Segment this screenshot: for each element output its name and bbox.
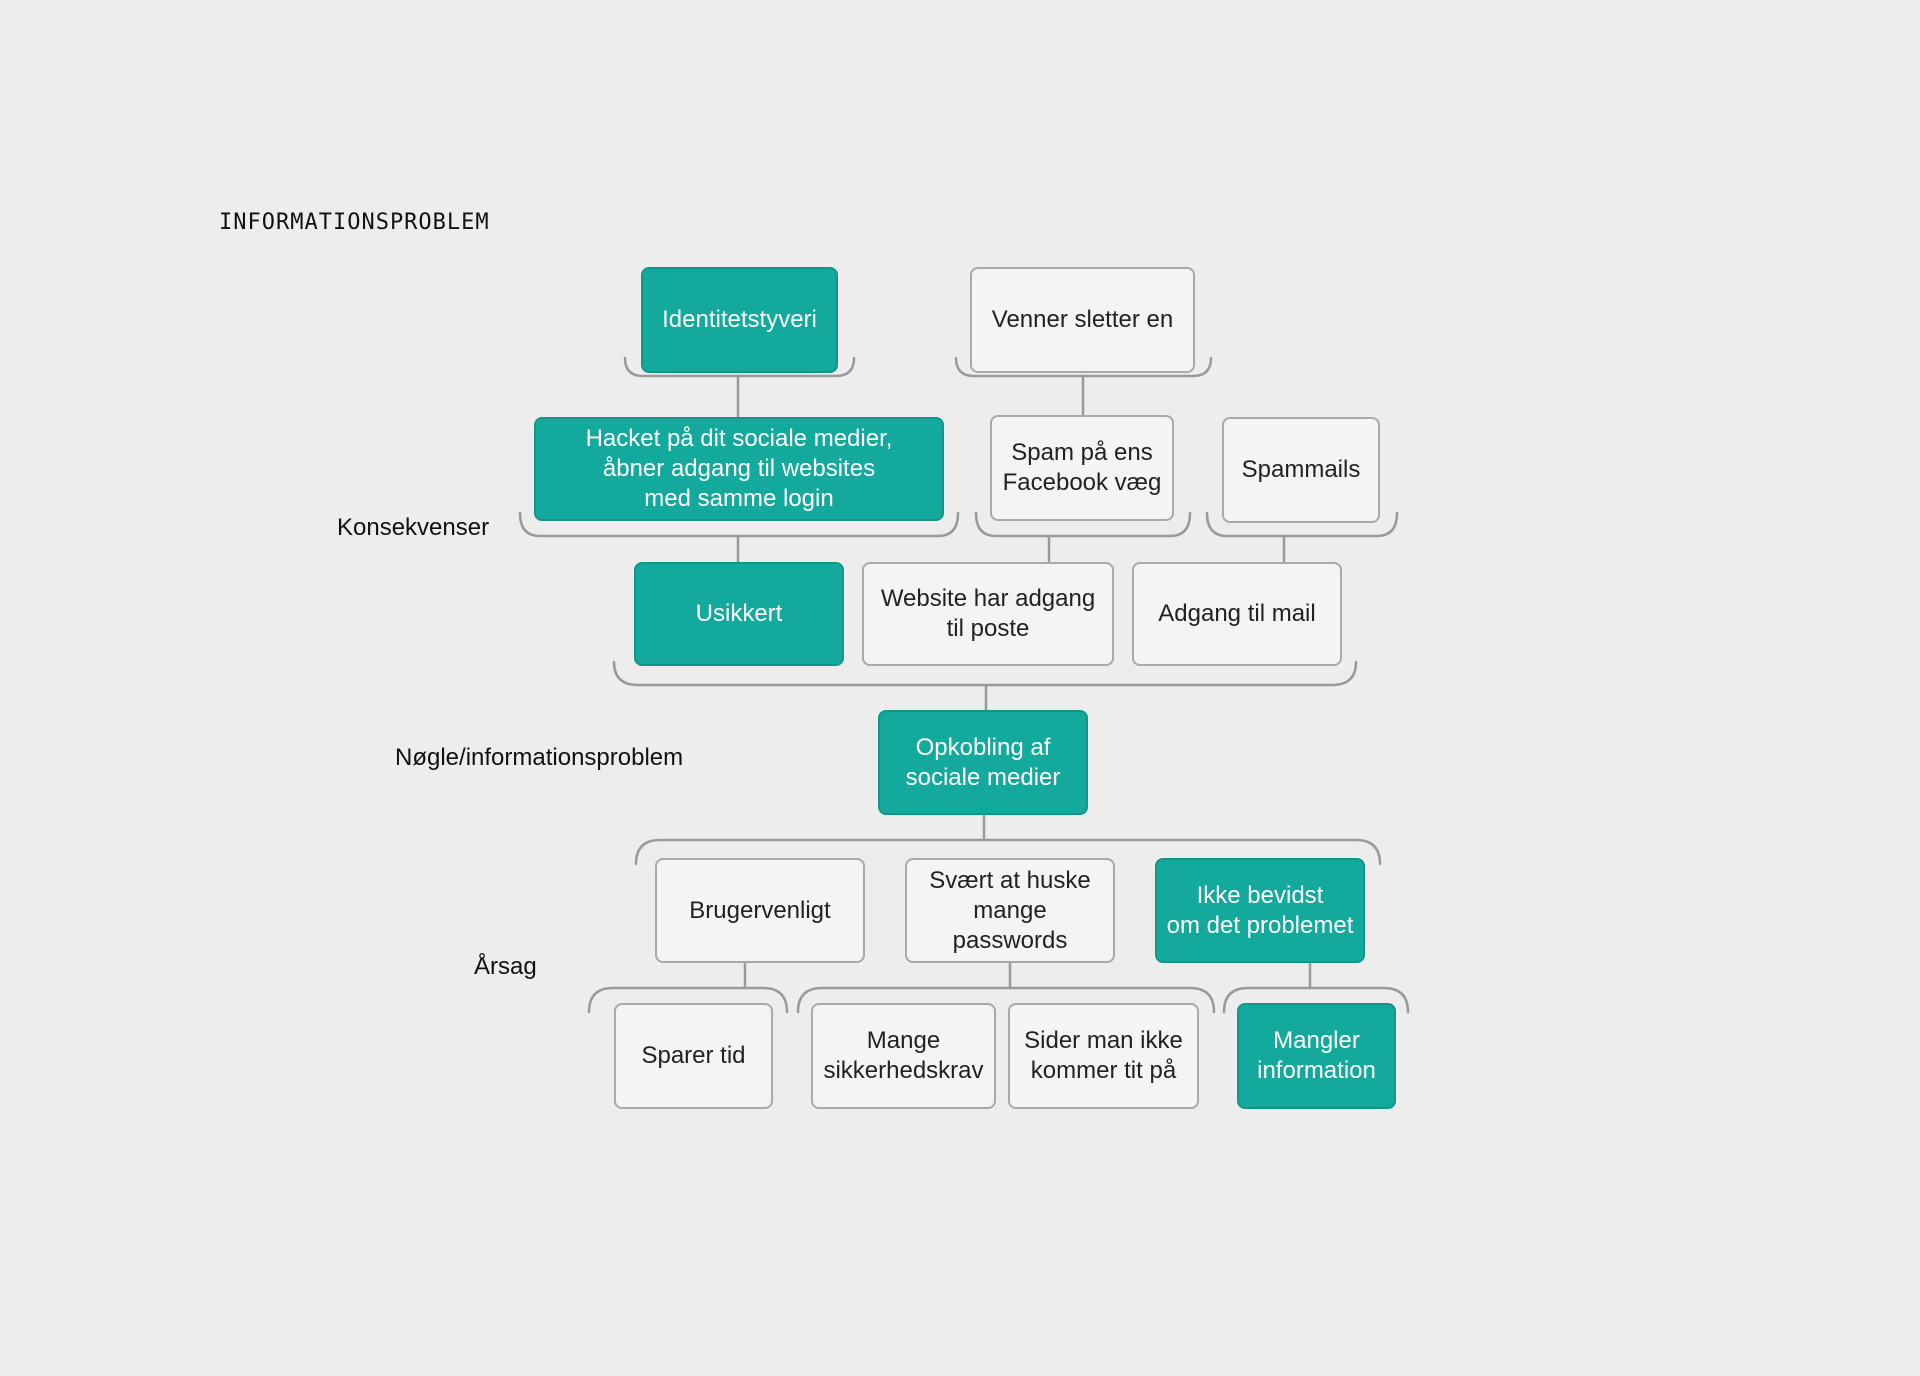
node-mangler-information: Mangler information [1237,1003,1396,1109]
node-usikkert: Usikkert [634,562,844,666]
node-venner-sletter-en: Venner sletter en [970,267,1195,373]
node-mange-sikkerhedskrav: Mange sikkerhedskrav [811,1003,996,1109]
bracket-aarsag [634,838,1382,866]
node-sparer-tid-text: Sparer tid [641,1042,746,1069]
node-venner-sletter-en-text: Venner sletter en [991,306,1174,333]
node-usikkert-text: Usikkert [695,600,783,627]
node-sparer-tid: Sparer tid [614,1003,773,1109]
page-title: INFORMATIONSPROBLEM [219,210,490,235]
node-mange-sikkerhedskrav-text: Mange sikkerhedskrav [823,1027,984,1084]
label-noegle-informationsproblem: Nøgle/informationsproblem [395,744,684,771]
node-svaert-at-huske: Svært at huske mange passwords [905,858,1115,963]
node-adgang-til-mail-text: Adgang til mail [1158,600,1316,627]
label-aarsag: Årsag [474,953,537,980]
node-ikke-bevidst: Ikke bevidst om det problemet [1155,858,1365,963]
node-brugervenligt: Brugervenligt [655,858,865,963]
node-website-adgang: Website har adgang til poste [862,562,1114,666]
node-mangler-information-text: Mangler information [1257,1027,1376,1084]
bracket-sparer [587,986,789,1014]
node-website-adgang-text: Website har adgang til poste [880,585,1096,642]
node-hacket: Hacket på dit sociale medier, åbner adga… [534,417,944,521]
node-sider-man-ikke: Sider man ikke kommer tit på [1008,1003,1199,1109]
node-spammails-text: Spammails [1241,456,1361,483]
bracket-spam-facebook [974,511,1192,538]
node-spammails: Spammails [1222,417,1380,523]
node-opkobling: Opkobling af sociale medier [878,710,1088,815]
node-svaert-at-huske-text: Svært at huske mange passwords [929,866,1091,954]
label-konsekvenser: Konsekvenser [337,514,490,541]
node-brugervenligt-text: Brugervenligt [689,896,831,924]
node-hacket-text: Hacket på dit sociale medier, åbner adga… [585,425,893,512]
node-identitetstyveri-text: Identitetstyveri [662,306,817,333]
node-spam-facebook: Spam på ens Facebook væg [990,415,1174,521]
node-identitetstyveri: Identitetstyveri [641,267,838,373]
node-ikke-bevidst-text: Ikke bevidst om det problemet [1166,881,1354,939]
node-spam-facebook-text: Spam på ens Facebook væg [1002,439,1162,496]
bracket-mangler [1222,986,1410,1014]
bracket-spammails [1205,511,1399,538]
bracket-krav-sider [796,986,1216,1014]
node-adgang-til-mail: Adgang til mail [1132,562,1342,666]
node-opkobling-text: Opkobling af sociale medier [905,733,1061,791]
node-sider-man-ikke-text: Sider man ikke kommer tit på [1024,1027,1183,1084]
bracket-identitetstyveri [623,356,856,378]
